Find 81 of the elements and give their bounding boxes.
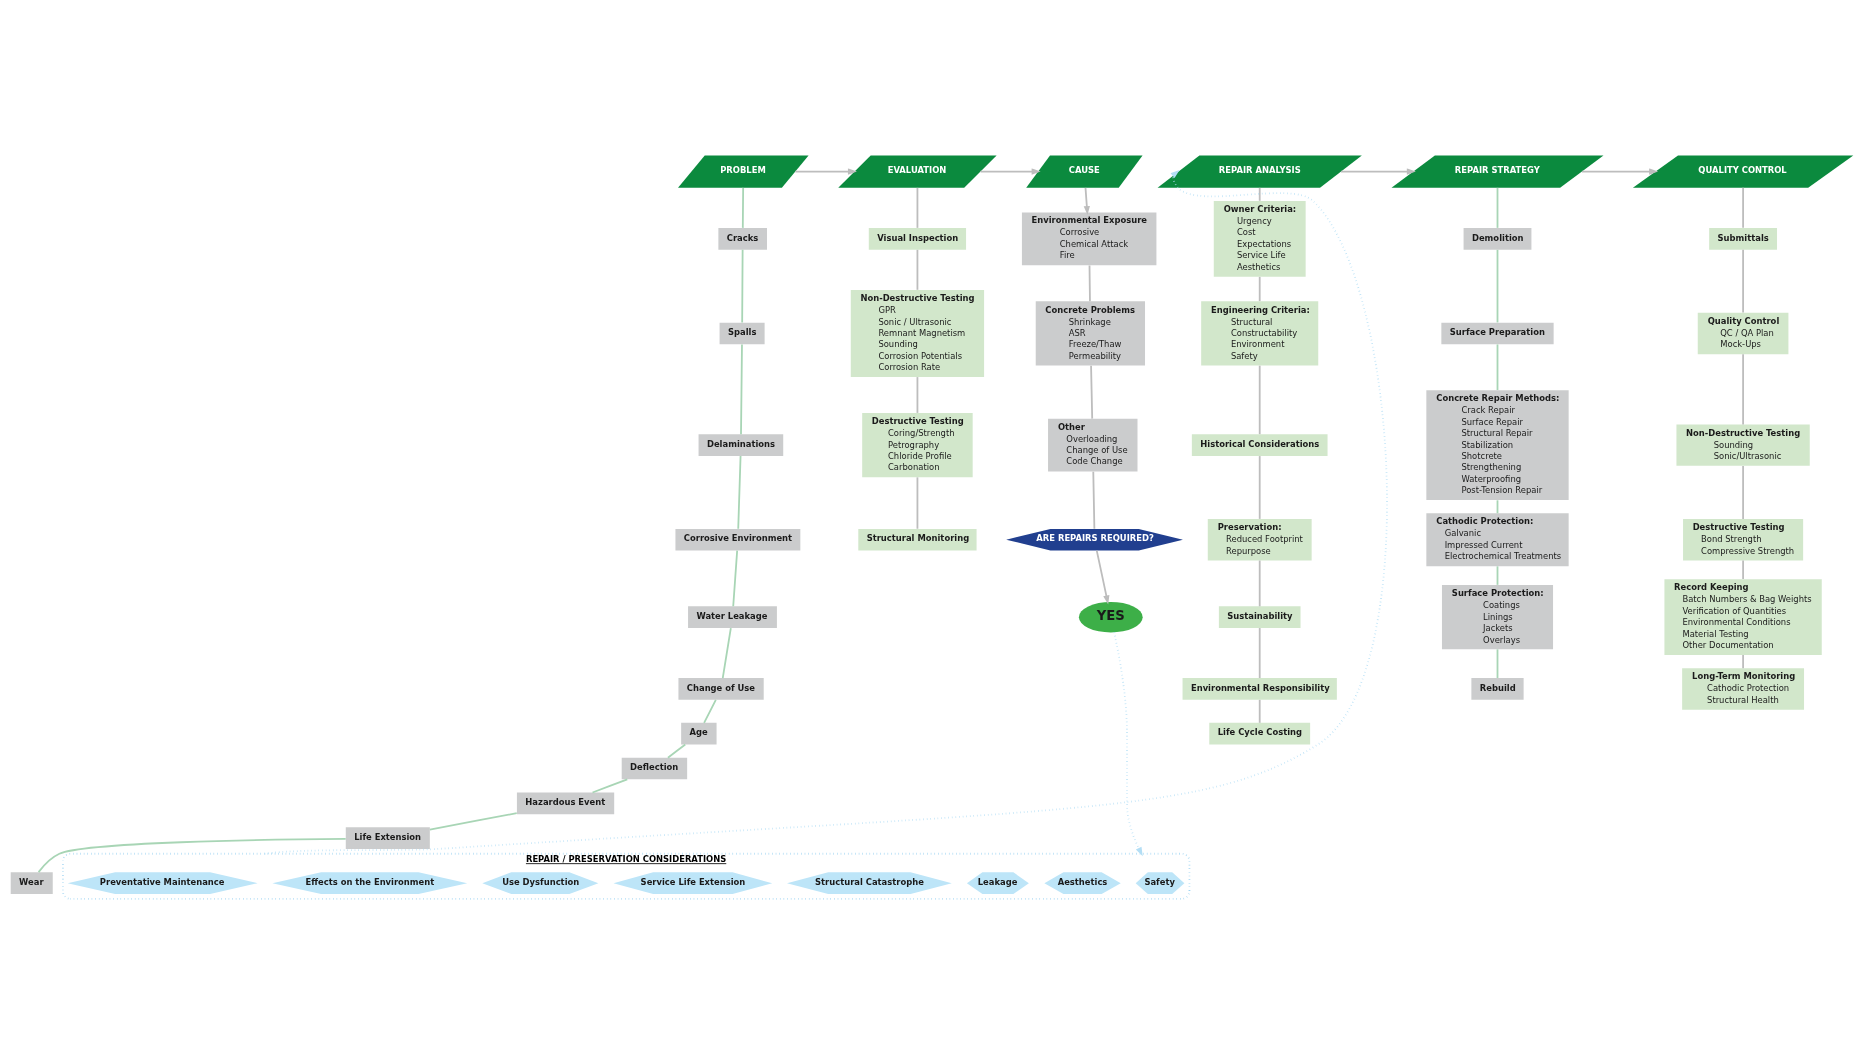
connector	[1742, 248, 1744, 314]
node-box: Destructive Testing Bond Strength Compressive Strength	[1683, 519, 1804, 561]
connector	[1742, 559, 1744, 580]
node-box: Non-Destructive Testing Sounding Sonic/Ultrasonic	[1676, 424, 1810, 466]
node-box: Preservation: Reduced Footprint Repurpose	[1207, 519, 1312, 561]
node-box: Visual Inspection	[868, 228, 967, 250]
node-box: Record Keeping Batch Numbers & Bag Weights Verification of Quantities Environmental Conditions Material Testing Other Documentation	[1664, 579, 1822, 655]
connector	[1742, 654, 1744, 670]
connector	[37, 838, 347, 873]
connector	[732, 549, 739, 608]
arrow	[1340, 168, 1416, 175]
node-box: Other Overloading Change of Use Code Change	[1048, 418, 1138, 472]
node-box: Quality Control QC / QA Plan Mock-Ups	[1697, 312, 1789, 355]
connector	[916, 376, 919, 414]
node-box: Concrete Repair Methods: Crack Repair Surface Repair Structural Repair Stabilization Shotcrete Strengthening Waterproofing Post-Tension Repair	[1426, 390, 1569, 501]
connector	[667, 743, 687, 759]
connector	[740, 343, 743, 436]
connector	[741, 248, 744, 324]
node-box: Life Cycle Costing	[1209, 722, 1311, 745]
node-ellipse: YES	[1078, 601, 1143, 633]
connector	[916, 248, 919, 291]
connector	[1742, 465, 1744, 520]
connector	[1258, 455, 1261, 520]
arrow	[1083, 186, 1090, 216]
connector	[916, 186, 919, 229]
node-box: Surface Preparation	[1441, 322, 1554, 345]
node-box: Water Leakage	[688, 606, 777, 628]
connector	[428, 812, 518, 831]
connector	[1496, 343, 1499, 391]
node-box: Deflection	[621, 757, 688, 780]
node-box: Age	[681, 722, 717, 745]
arrow	[794, 168, 857, 175]
node-box: Rebuild	[1471, 678, 1524, 700]
node-box: Corrosive Environment	[675, 528, 801, 551]
node-box: Environmental Exposure Corrosive Chemical Attack Fire	[1021, 212, 1157, 266]
node-box: Engineering Criteria: Structural Constructability Environment Safety	[1201, 301, 1319, 366]
connector	[1088, 264, 1091, 303]
connector	[1496, 248, 1499, 324]
connector	[741, 186, 745, 229]
node-box: Wear	[10, 872, 53, 894]
connector	[1258, 559, 1261, 608]
node-box: Surface Protection: Coatings Linings Jackets Overlays	[1441, 585, 1554, 650]
connector	[721, 627, 732, 679]
node-box: Structural Monitoring	[858, 528, 977, 551]
node-box: Concrete Problems Shrinkage ASR Freeze/Thaw Permeability	[1035, 301, 1145, 366]
node-box: Cathodic Protection: Galvanic Impressed Current Electrochemical Treatments	[1426, 513, 1569, 567]
node-box: Change of Use	[678, 678, 764, 700]
node-box: Demolition	[1463, 228, 1532, 250]
node-box: Delaminations	[698, 434, 784, 456]
connector	[591, 778, 629, 794]
node-box: Long-Term Monitoring Cathodic Protection Structural Health	[1682, 668, 1805, 710]
node-box: Destructive Testing Coring/Strength Petrography Chloride Profile Carbonation	[862, 413, 973, 478]
connector	[737, 455, 742, 530]
connector	[1090, 364, 1094, 420]
connector	[1258, 186, 1261, 202]
connector	[703, 698, 717, 724]
connector	[1742, 353, 1744, 426]
node-box: Submittals	[1709, 228, 1777, 250]
node-box: Sustainability	[1218, 606, 1301, 628]
connector	[1496, 186, 1499, 229]
connector	[1258, 276, 1261, 302]
node-box: Hazardous Event	[516, 792, 615, 815]
node-box: Life Extension	[345, 827, 430, 849]
connector	[1742, 186, 1744, 229]
node-box: Owner Criteria: Urgency Cost Expectations Service Life Aesthetics	[1213, 201, 1306, 277]
node-box: Cracks	[718, 228, 767, 250]
connector	[1496, 648, 1499, 679]
connector	[1496, 565, 1499, 586]
node-box: Environmental Responsibility	[1182, 678, 1337, 700]
connector	[916, 476, 919, 530]
arrow	[1581, 168, 1659, 175]
connector	[1258, 698, 1261, 724]
arrow	[979, 168, 1041, 175]
node-box: Spalls	[719, 322, 765, 345]
connector	[1092, 470, 1096, 530]
arrow	[1113, 631, 1143, 857]
arrow	[1095, 549, 1110, 605]
node-box: Non-Destructive Testing GPR Sonic / Ultrasonic Remnant Magnetism Sounding Corrosion Potentials Corrosion Rate	[850, 289, 985, 377]
node-box: Historical Considerations	[1191, 434, 1328, 456]
connector	[1258, 364, 1261, 436]
connector	[1258, 627, 1261, 679]
